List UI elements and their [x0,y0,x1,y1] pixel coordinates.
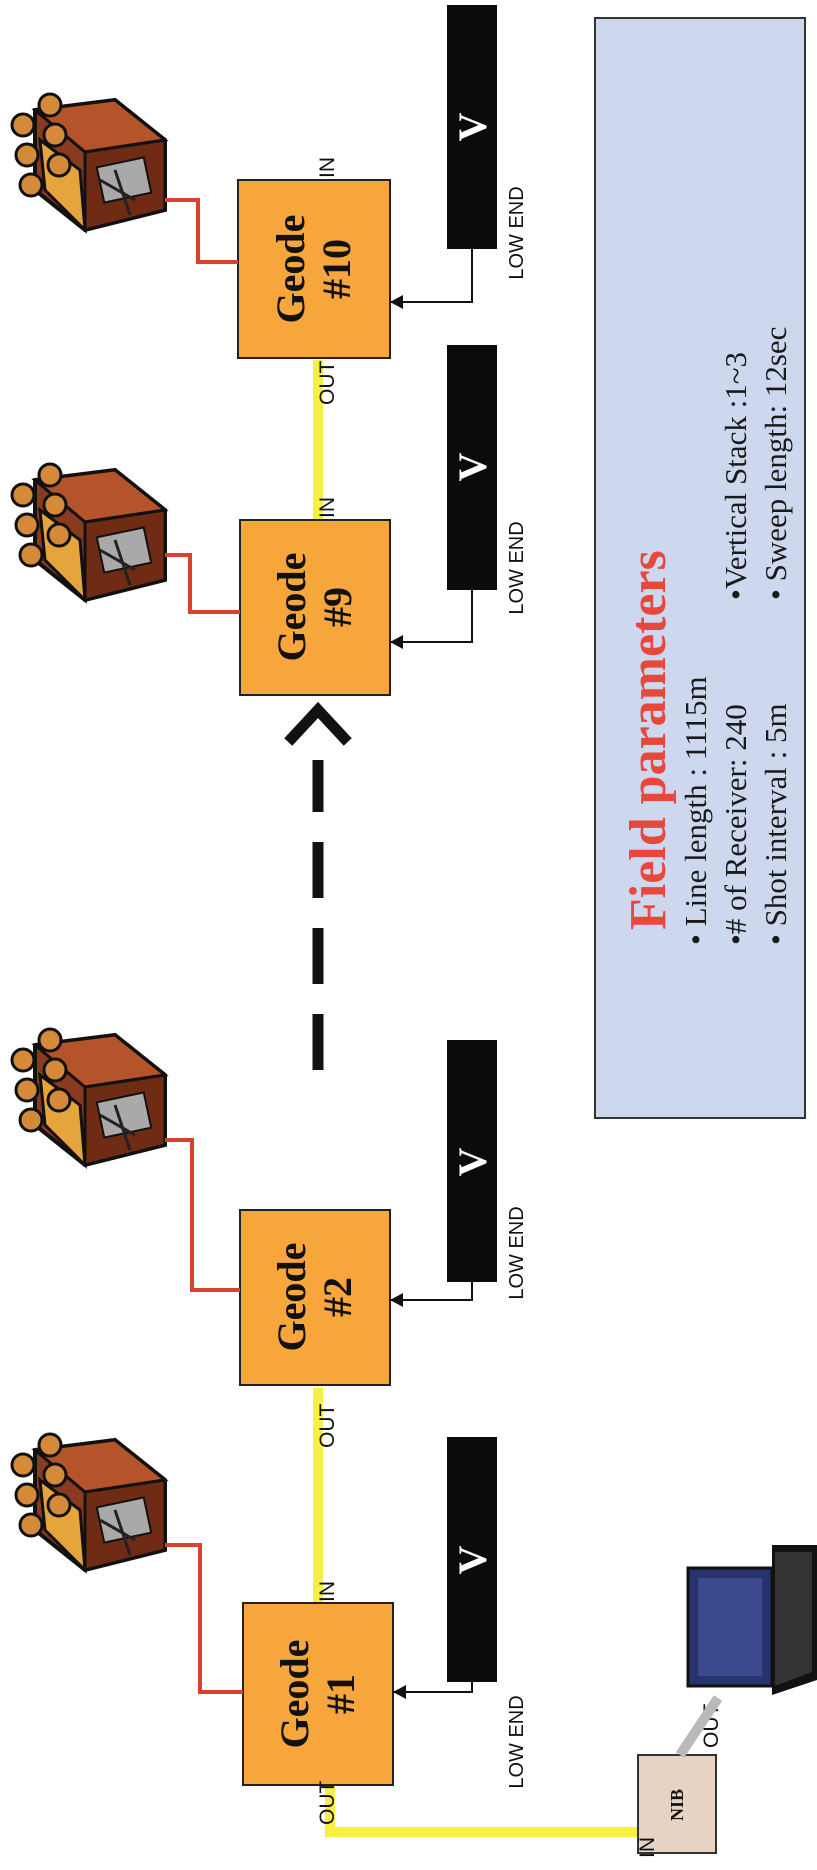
low-end-wire [393,1682,473,1693]
cable-nib-to-geode1 [325,1780,645,1837]
battery-icon [10,1432,167,1572]
geode-number: #2 [315,1277,360,1317]
geode-unit-9: Geode #9 IN [239,497,391,696]
power-wire-1 [165,1543,243,1694]
low-end-wire [390,590,473,643]
laptop-icon [686,1545,817,1695]
source-label: V [450,1147,495,1176]
geode-in-label: IN [316,1581,339,1602]
geode-in-label: IN [316,157,339,178]
geode-box [242,1602,394,1786]
param-vertical-stack: •Vertical Stack :1~3 [718,352,753,600]
geode-unit-2: Geode #2 OUT [239,1209,391,1449]
geode-unit-10: Geode #10 OUT IN [237,157,391,406]
arrow-head [390,295,403,309]
source-1: V LOW END [393,1437,528,1789]
source-label: V [450,112,495,141]
power-wire-2 [165,1138,240,1292]
geode-number: #1 [318,1674,363,1714]
geode-title: Geode [269,1243,314,1352]
vibrator-source-icon [447,345,497,590]
nib-to-laptop-cable [675,1695,723,1758]
vibrator-source-icon [447,5,497,249]
geode-title: Geode [272,1640,317,1749]
source-label: V [450,1545,495,1574]
geode-number: #9 [315,587,360,627]
nib-in-label: IN [636,1837,659,1858]
low-end-wire [390,1282,473,1301]
vibrator-source-icon [447,1437,497,1682]
battery-icon [10,92,167,232]
power-wires [165,198,243,1694]
field-parameters-panel: Field parameters • Line length : 1115m •… [594,17,806,1119]
param-sweep-length: • Sweep length: 12sec [758,327,793,600]
low-end-label: LOW END [506,521,528,614]
battery-icon [10,462,167,602]
param-receivers: •# of Receiver: 240 [718,704,753,945]
source-10: V LOW END [390,5,528,309]
field-parameters-title: Field parameters [620,550,677,930]
param-line-length: • Line length : 1115m [678,676,713,945]
power-wire-9 [165,553,240,614]
nib-unit: NIB IN OUT [636,1704,723,1859]
nib-label: NIB [667,1789,687,1821]
low-end-wire [390,249,473,303]
arrow-head [390,1293,403,1307]
low-end-label: LOW END [506,186,528,279]
geode-out-label: OUT [316,1781,339,1826]
geode-title: Geode [269,553,314,662]
nib-box [637,1754,717,1854]
arrow-head [390,635,403,649]
field-parameters-background [594,17,806,1119]
param-shot-interval: • Shot interval : 5m [758,703,793,945]
vibrator-source-icon [447,1040,497,1282]
arrow-up-icon [284,701,352,746]
geode-unit-1: Geode #1 OUT IN [242,1581,394,1826]
geode-in-label: IN [316,497,339,518]
geode-number: #10 [314,239,359,299]
geode-title: Geode [268,215,313,324]
geode-box [239,1209,391,1386]
geode-out-label: OUT [316,361,339,406]
low-end-label: LOW END [506,1206,528,1299]
low-end-label: LOW END [506,1695,528,1788]
geode-box [239,519,391,696]
power-wire-10 [165,198,238,264]
source-9: V LOW END [390,345,528,649]
geode-out-label: OUT [316,1404,339,1449]
geode-box [237,179,391,359]
source-2: V LOW END [390,1040,528,1307]
arrow-head [393,1685,406,1699]
cables [284,360,645,1837]
battery-icon [10,1027,167,1167]
source-label: V [450,452,495,481]
